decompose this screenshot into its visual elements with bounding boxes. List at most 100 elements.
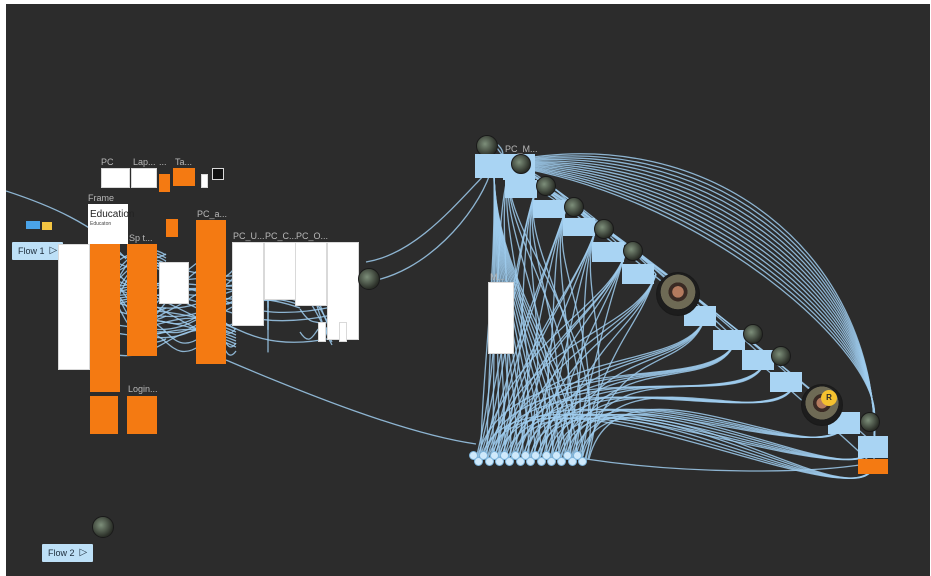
connection-node[interactable]: [515, 457, 525, 466]
frame-tiny-dark[interactable]: [212, 168, 224, 180]
stair-card-7[interactable]: [684, 306, 716, 326]
prototype-wire: [493, 173, 584, 457]
flow-2-start[interactable]: Flow 2 ▷: [42, 544, 94, 562]
prototype-wire: [564, 408, 847, 460]
flow-1-start[interactable]: Flow 1 ▷: [12, 242, 64, 260]
stair-card-4[interactable]: [563, 218, 595, 236]
frame-mobile[interactable]: [201, 174, 208, 188]
frame-label-m: M...: [490, 272, 505, 282]
connection-node[interactable]: [526, 457, 536, 466]
education-subtitle: Educaton: [90, 221, 112, 227]
connection-node[interactable]: [536, 457, 546, 466]
prototype-wire: [543, 339, 737, 460]
frame-column-orange-2[interactable]: [127, 244, 157, 356]
frame-laptop[interactable]: [131, 168, 157, 188]
prototype-wire: [536, 315, 707, 460]
connection-node[interactable]: [474, 457, 484, 466]
stair-card-end[interactable]: [858, 459, 888, 474]
frame-landing-long[interactable]: [58, 244, 90, 370]
flow-2-label: Flow 2: [48, 548, 75, 558]
prototype-wire: [550, 359, 767, 460]
stair-card-9[interactable]: [742, 350, 774, 370]
connection-node[interactable]: [531, 451, 541, 460]
collaborator-avatar-flow2[interactable]: [92, 516, 114, 538]
prototype-wire: [495, 163, 876, 421]
collaborator-avatar-large-2[interactable]: [801, 384, 843, 426]
collaborator-avatar-large-1[interactable]: [656, 272, 700, 316]
frame-label-login: Login...: [128, 384, 158, 394]
prototype-wire: [365, 168, 491, 263]
frame-label-ta: Ta...: [175, 157, 193, 167]
frame-column-orange-1[interactable]: [90, 244, 120, 392]
frame-pc-o[interactable]: [295, 242, 327, 306]
connection-node[interactable]: [557, 457, 567, 466]
stair-card-6[interactable]: [622, 264, 654, 284]
connection-node[interactable]: [469, 451, 478, 460]
connection-node[interactable]: [573, 451, 582, 460]
prototype-wire: [585, 458, 867, 472]
collaborator-avatar-8[interactable]: [743, 324, 763, 344]
frame-pc-u[interactable]: [232, 242, 264, 326]
frame-label-pc-a: PC_a...: [197, 209, 228, 219]
frame-icon-orange[interactable]: [166, 219, 178, 237]
frame-pc[interactable]: [101, 168, 130, 188]
frame-label-pc-u: PC_U...: [233, 231, 265, 241]
collaborator-avatar-5[interactable]: [564, 197, 584, 217]
collaborator-avatar-7[interactable]: [623, 241, 643, 261]
frame-flag[interactable]: [26, 221, 40, 229]
collaborator-avatar-4[interactable]: [536, 176, 556, 196]
connection-node[interactable]: [521, 451, 530, 460]
connection-node[interactable]: [495, 457, 504, 466]
prototype-wire: [365, 173, 491, 283]
prototype-wire: [498, 251, 627, 460]
stair-card-12[interactable]: [858, 436, 888, 458]
collaborator-avatar-3[interactable]: [511, 154, 531, 174]
flow-1-label: Flow 1: [18, 246, 45, 256]
connection-node[interactable]: [479, 451, 489, 460]
frame-mini-2[interactable]: [339, 322, 347, 342]
connection-node[interactable]: [489, 451, 499, 460]
collaborator-avatar-9[interactable]: [771, 346, 791, 366]
collaborator-avatar-6[interactable]: [594, 219, 614, 239]
frame-orange-bottom-2[interactable]: [127, 396, 157, 434]
frame-small-orange-1[interactable]: [159, 174, 170, 192]
frame-pc-a[interactable]: [196, 220, 226, 364]
prototype-wire: [515, 228, 597, 460]
frame-label-lap: Lap...: [133, 157, 156, 167]
stair-card-3[interactable]: [533, 200, 565, 218]
connection-node[interactable]: [567, 457, 577, 466]
prototype-wire: [483, 359, 767, 460]
education-frame[interactable]: Education Educaton: [88, 204, 135, 244]
frame-pc-m[interactable]: [475, 154, 503, 178]
stair-card-8[interactable]: [713, 330, 745, 350]
frame-m[interactable]: [488, 282, 514, 354]
connection-node[interactable]: [562, 451, 572, 460]
prototype-wire: [571, 413, 877, 461]
play-icon: ▷: [49, 245, 58, 256]
prototype-canvas[interactable]: PC Lap... ... Ta... Frame Education Educ…: [6, 4, 930, 576]
connection-node[interactable]: [484, 457, 494, 466]
frame-mini-1[interactable]: [318, 322, 326, 342]
connection-node[interactable]: [510, 451, 520, 460]
stair-card-10[interactable]: [770, 372, 802, 392]
connection-node[interactable]: [500, 451, 510, 460]
connection-node[interactable]: [541, 451, 551, 460]
connection-node[interactable]: [552, 451, 562, 460]
collaborator-avatar-1[interactable]: [358, 268, 380, 290]
stair-card-2[interactable]: [505, 180, 537, 198]
connection-node[interactable]: [505, 457, 515, 466]
frame-tablet[interactable]: [173, 168, 195, 186]
prototype-wire: [522, 251, 627, 460]
prototype-wire: [479, 251, 627, 460]
frame-gallery[interactable]: [159, 262, 189, 304]
play-icon: ▷: [79, 547, 88, 558]
frame-pc-c[interactable]: [264, 242, 296, 300]
stair-card-5[interactable]: [592, 242, 624, 262]
collaborator-avatar-10[interactable]: [860, 412, 880, 432]
connection-node[interactable]: [547, 457, 556, 466]
frame-flag-2[interactable]: [42, 222, 52, 230]
connection-node[interactable]: [578, 457, 588, 466]
education-title: Education: [90, 209, 135, 220]
frame-orange-bottom-1[interactable]: [90, 396, 118, 434]
frame-label-frame: Frame: [88, 193, 115, 203]
